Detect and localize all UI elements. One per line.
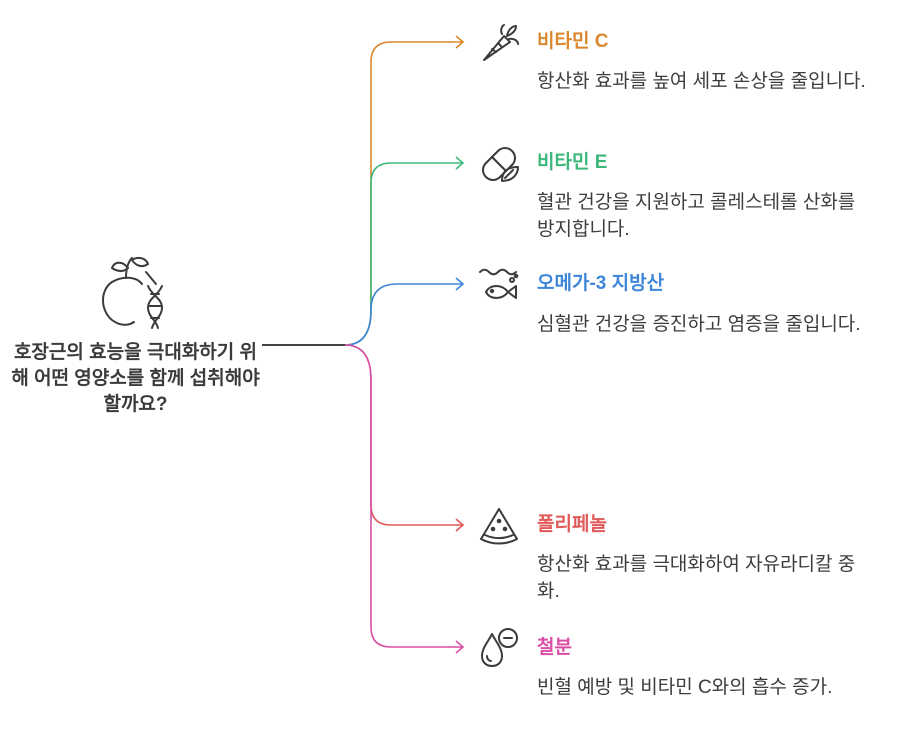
watermelon-icon	[480, 508, 518, 545]
branch-desc-omega3: 심혈관 건강을 증진하고 염증을 줄입니다.	[537, 314, 861, 335]
central-question: 호장근의 효능을 극대화하기 위해 어떤 영양소를 함께 섭취해야 할까요?	[11, 342, 260, 415]
branch-desc-iron: 빈혈 예방 및 비타민 C와의 흡수 증가.	[537, 677, 833, 698]
branch-title-polyphenol: 폴리페놀	[537, 514, 607, 535]
branch-desc-polyphenol: 항산화 효과를 극대화하여 자유라디칼 중화.	[537, 554, 856, 602]
branch-desc-vitamin-e: 혈관 건강을 지원하고 콜레스테롤 산화를 방지합니다.	[537, 192, 856, 240]
branch-connector-iron	[344, 344, 462, 648]
branch-desc-vitamin-c: 항산화 효과를 높여 세포 손상을 줄입니다.	[537, 71, 866, 92]
arrowhead-polyphenol	[455, 518, 465, 532]
drop-minus-icon	[481, 628, 518, 667]
carrot-icon	[483, 24, 519, 61]
branch-title-omega3: 오메가-3 지방산	[537, 273, 665, 294]
arrowhead-vitamin-c	[455, 35, 465, 49]
branch-connector-vitamin-e	[344, 162, 462, 346]
branch-connector-omega3	[344, 283, 462, 346]
arrowhead-omega3	[455, 277, 465, 291]
fish-icon	[479, 268, 519, 299]
arrowhead-vitamin-e	[455, 156, 465, 170]
branch-connector-vitamin-c	[344, 41, 462, 346]
branch-connector-polyphenol	[344, 344, 462, 526]
capsule-leaf-icon	[482, 147, 519, 182]
branch-title-vitamin-e: 비타민 E	[537, 152, 608, 173]
arrowhead-iron	[455, 640, 465, 654]
branch-title-vitamin-c: 비타민 C	[537, 31, 609, 52]
apple-dna-icon	[102, 256, 163, 329]
branch-title-iron: 철분	[537, 637, 572, 658]
